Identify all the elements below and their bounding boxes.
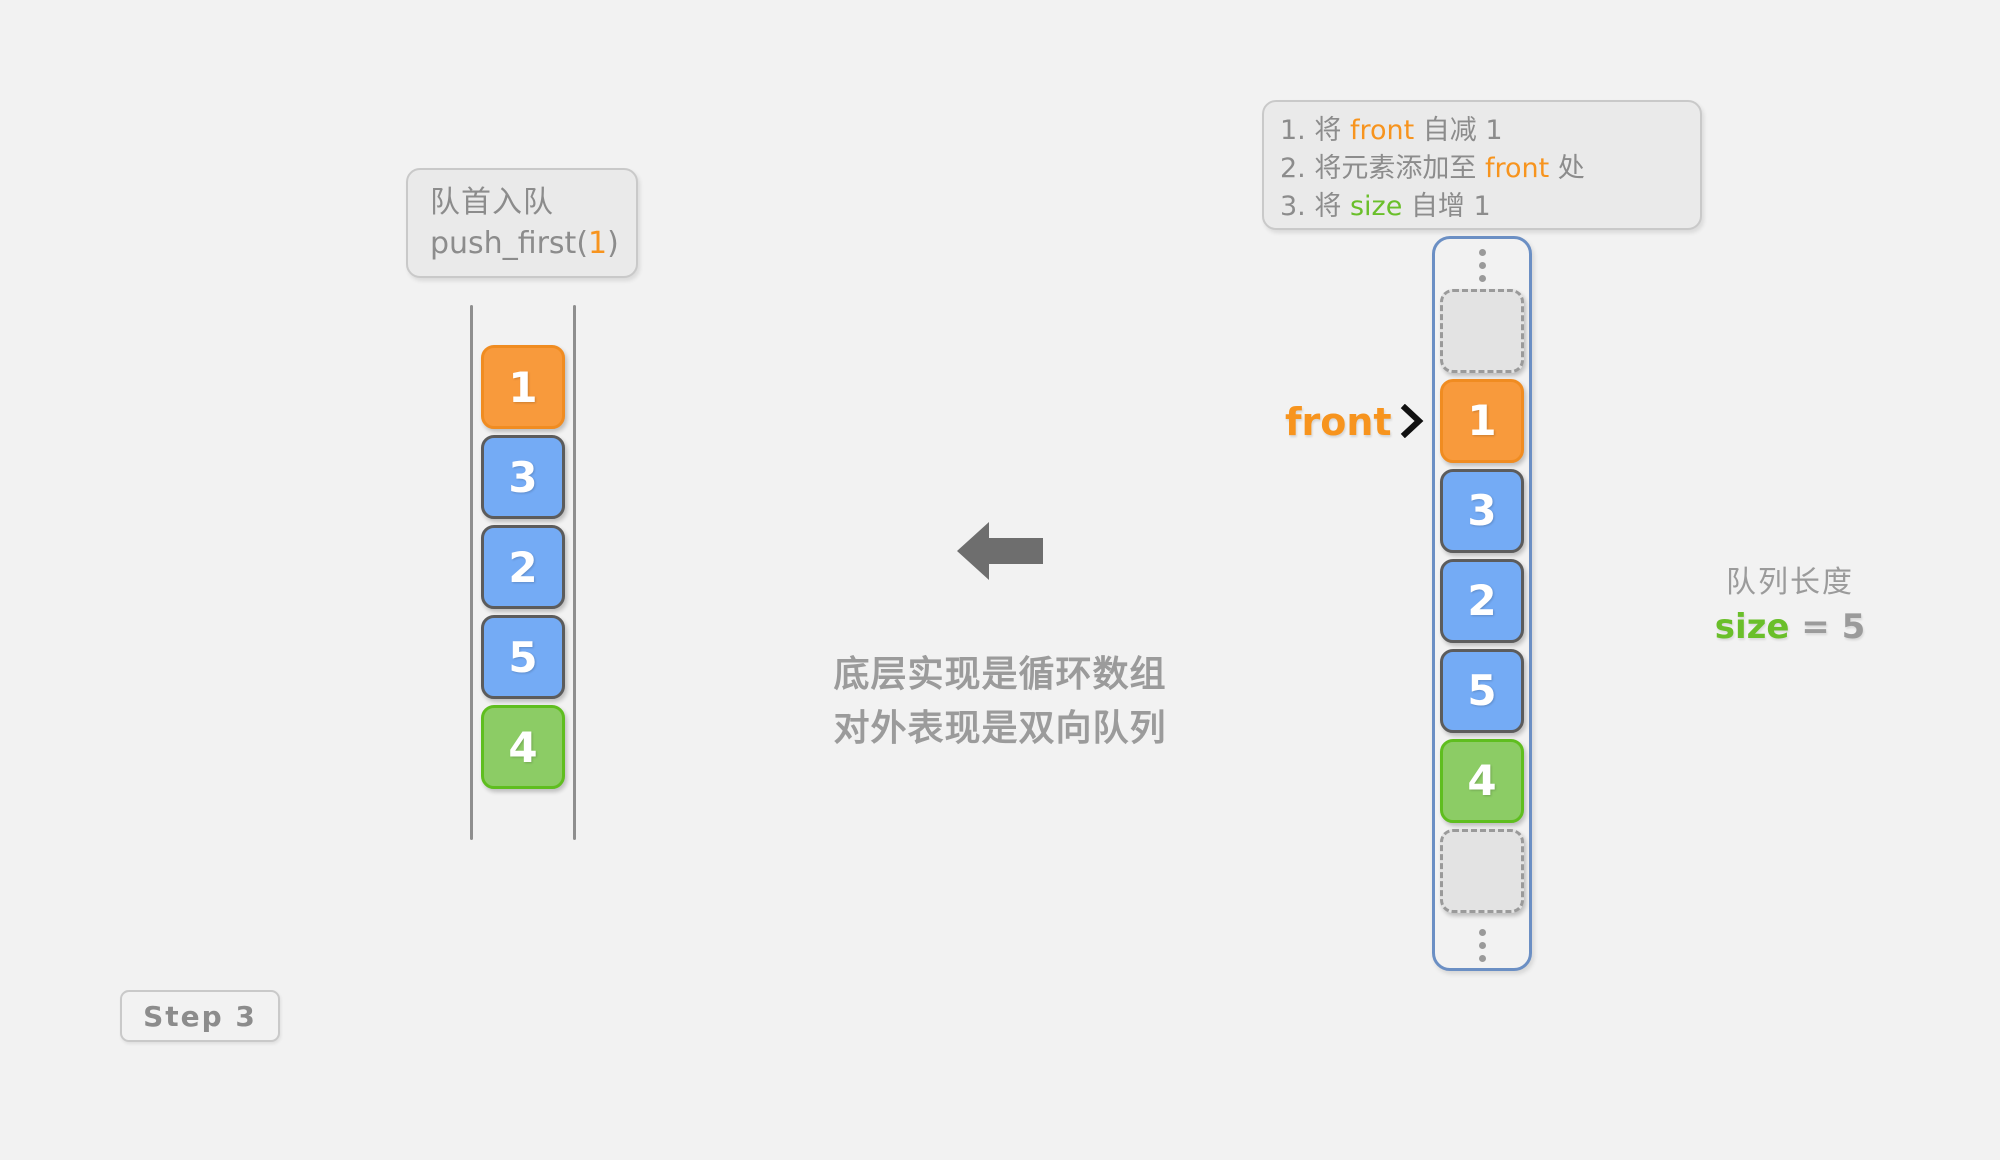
deque-cell-value: 1 bbox=[508, 362, 538, 412]
operation-call-arg: 1 bbox=[588, 226, 608, 261]
array-cell: 4 bbox=[1440, 738, 1524, 823]
size-expression: size = 5 bbox=[1660, 604, 1920, 650]
step-text-pre: 将元素添加至 bbox=[1314, 153, 1485, 184]
ellipsis-bottom-icon bbox=[1478, 919, 1486, 969]
array-cell: 5 bbox=[1440, 648, 1524, 733]
step-number: 1. bbox=[1280, 115, 1306, 146]
step-number: 3. bbox=[1280, 191, 1306, 222]
deque-cell: 2 bbox=[481, 525, 565, 609]
array-cell-value: 5 bbox=[1467, 666, 1497, 715]
size-var-name: size bbox=[1714, 607, 1790, 647]
front-pointer-chevron-icon bbox=[1400, 403, 1426, 439]
left-arrow-icon bbox=[955, 520, 1045, 582]
array-cell: 2 bbox=[1440, 558, 1524, 643]
array-cell-list: 1 3 2 5 4 bbox=[1440, 288, 1524, 919]
step-number: 2. bbox=[1280, 153, 1306, 184]
array-cell-empty bbox=[1440, 828, 1524, 913]
deque-rails bbox=[470, 305, 576, 840]
operation-title: 队首入队 bbox=[430, 185, 554, 220]
operation-call: push_first(1) bbox=[430, 224, 619, 264]
deque-cell-value: 3 bbox=[508, 452, 538, 502]
step-token: front bbox=[1349, 115, 1415, 146]
size-title: 队列长度 bbox=[1726, 565, 1854, 600]
deque-cell: 5 bbox=[481, 615, 565, 699]
deque-cell: 1 bbox=[481, 345, 565, 429]
array-cell-empty bbox=[1440, 288, 1524, 373]
array-cell-value: 3 bbox=[1467, 486, 1497, 535]
deque-cell: 4 bbox=[481, 705, 565, 789]
size-info: 队列长度 size = 5 bbox=[1660, 562, 1920, 650]
size-equals: = bbox=[1789, 607, 1842, 647]
operation-call-prefix: push_first( bbox=[430, 226, 589, 261]
center-caption-line1: 底层实现是循环数组 bbox=[833, 654, 1167, 695]
center-caption-line2: 对外表现是双向队列 bbox=[833, 708, 1167, 749]
steps-callout: 1. 将 front 自减 1 2. 将元素添加至 front 处 3. 将 s… bbox=[1262, 100, 1702, 230]
step-badge-label: Step 3 bbox=[143, 999, 257, 1033]
step-row: 3. 将 size 自增 1 bbox=[1280, 188, 1700, 226]
step-badge: Step 3 bbox=[120, 990, 280, 1042]
ellipsis-top-icon bbox=[1478, 239, 1486, 289]
deque-rail-left bbox=[470, 305, 473, 840]
step-row: 1. 将 front 自减 1 bbox=[1280, 112, 1700, 150]
step-text-post: 自减 1 bbox=[1414, 115, 1503, 146]
array-cell-value: 2 bbox=[1467, 576, 1497, 625]
array-cell: 1 bbox=[1440, 378, 1524, 463]
step-text-pre: 将 bbox=[1314, 191, 1350, 222]
step-text-post: 自增 1 bbox=[1402, 191, 1491, 222]
front-pointer-label: front bbox=[1285, 400, 1392, 444]
step-token: front bbox=[1484, 153, 1550, 184]
operation-call-suffix: ) bbox=[607, 226, 619, 261]
deque-cell: 3 bbox=[481, 435, 565, 519]
deque-cell-value: 5 bbox=[508, 632, 538, 682]
size-value: 5 bbox=[1841, 607, 1866, 647]
center-caption: 底层实现是循环数组 对外表现是双向队列 bbox=[700, 648, 1300, 756]
deque-cell-value: 2 bbox=[508, 542, 538, 592]
array-cell: 3 bbox=[1440, 468, 1524, 553]
operation-callout: 队首入队 push_first(1) bbox=[406, 168, 638, 278]
step-token: size bbox=[1349, 191, 1403, 222]
deque-cell-value: 4 bbox=[508, 722, 538, 772]
deque-rail-right bbox=[573, 305, 576, 840]
circular-array-container: 1 3 2 5 4 bbox=[1432, 236, 1532, 971]
step-text-post: 处 bbox=[1549, 153, 1585, 184]
deque-cell-list: 1 3 2 5 4 bbox=[481, 345, 567, 795]
array-cell-value: 1 bbox=[1467, 396, 1497, 445]
array-cell-value: 4 bbox=[1467, 756, 1497, 805]
step-text-pre: 将 bbox=[1314, 115, 1350, 146]
step-row: 2. 将元素添加至 front 处 bbox=[1280, 150, 1700, 188]
